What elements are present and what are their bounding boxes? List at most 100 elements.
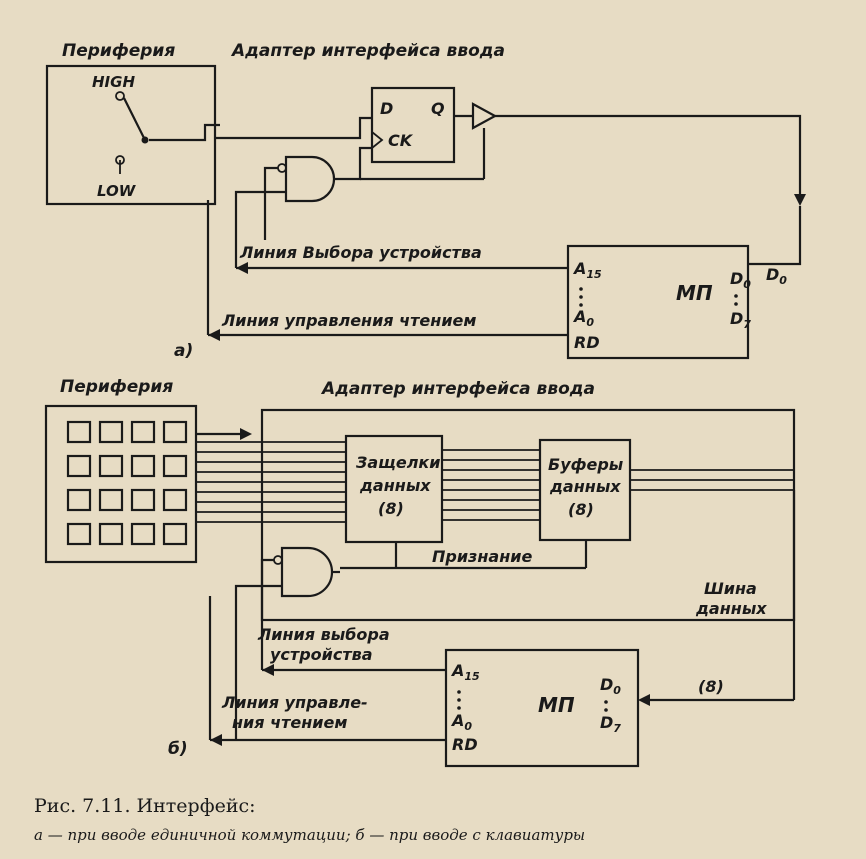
key <box>130 420 156 444</box>
select-arrow-b <box>262 664 274 676</box>
pin-rd-b: RD <box>452 735 478 754</box>
key <box>98 522 124 546</box>
dot <box>579 295 583 299</box>
bus-to-mp-wire <box>748 206 802 266</box>
key <box>98 454 124 478</box>
switch-high-contact <box>115 91 125 101</box>
device-select-label-b1: Линия выбора <box>257 625 390 644</box>
dot <box>579 287 583 291</box>
tristate-buffer-a <box>471 102 498 130</box>
d-input-wire <box>215 116 372 140</box>
key <box>66 488 92 512</box>
device-select-label-a: Линия Выбора устройства <box>239 243 482 262</box>
dot <box>734 302 738 306</box>
mp-box-b <box>444 648 640 768</box>
gate-b-input-1 <box>260 558 274 670</box>
keyboard-to-latches-bus <box>196 441 346 523</box>
key <box>66 454 92 478</box>
caption-title: Рис. 7.11. Интерфейс: <box>34 795 256 817</box>
sublabel-a: а) <box>174 341 193 361</box>
buffer-to-bus-wire <box>495 114 802 200</box>
bus-label-2: данных <box>695 599 767 618</box>
sublabel-b: б) <box>168 739 188 759</box>
caption-subtitle: а — при вводе единичной коммутации; б — … <box>34 826 585 844</box>
and-gate-a <box>284 155 336 203</box>
figure-b: Периферия Адаптер интерфейса ввода <box>44 377 796 768</box>
switch-low-label: LOW <box>97 182 137 200</box>
device-select-label-b2: устройства <box>270 645 373 664</box>
gate-to-ck-wire <box>334 146 372 181</box>
key <box>130 454 156 478</box>
keyboard-box <box>44 404 198 564</box>
key <box>66 522 92 546</box>
key <box>162 488 188 512</box>
dot <box>457 698 461 702</box>
and-gate-b <box>280 546 334 598</box>
key <box>162 522 188 546</box>
key <box>130 488 156 512</box>
bus-count-label: (8) <box>698 677 724 696</box>
mp-label-a: МП <box>676 281 713 305</box>
bus-arrow-a <box>794 194 806 206</box>
adapter-title-b: Адаптер интерфейса ввода <box>320 379 595 399</box>
key <box>66 420 92 444</box>
gate-b-bubble <box>273 555 283 565</box>
mp-label-b: МП <box>538 693 575 717</box>
key <box>162 454 188 478</box>
pin-a15-a: A15 <box>572 259 602 281</box>
latches-label-2: данных <box>359 476 431 495</box>
buffers-to-databus <box>630 469 794 491</box>
read-control-label-b2: ния чтением <box>232 713 347 732</box>
out-d0-a: D0 <box>766 265 787 287</box>
bus-label-1: Шина <box>704 579 757 598</box>
key <box>162 420 188 444</box>
dot <box>604 700 608 704</box>
buffers-label-1: Буферы <box>548 455 624 474</box>
periphery-title-b: Периферия <box>60 377 173 397</box>
switch-high-label: HIGH <box>92 73 135 91</box>
clock-triangle <box>371 131 384 149</box>
buffers-label-2: данных <box>549 477 621 496</box>
flipflop-box <box>370 86 456 164</box>
latches-label-3: (8) <box>378 499 404 518</box>
dot <box>604 708 608 712</box>
gate-b-input-2 <box>234 584 282 740</box>
flipflop-ck-label: CK <box>388 131 414 150</box>
latches-to-buffers-bus <box>442 449 540 521</box>
pin-rd-a: RD <box>574 333 600 352</box>
pin-d0-b: D0 <box>600 675 621 697</box>
dot <box>457 706 461 710</box>
latches-box <box>344 434 444 544</box>
flipflop-d-label: D <box>380 99 393 118</box>
buffers-label-3: (8) <box>568 500 594 519</box>
read-arrow-a <box>208 329 220 341</box>
read-control-label-b1: Линия управле- <box>221 693 368 712</box>
key <box>98 488 124 512</box>
pin-a15-b: A15 <box>450 661 480 683</box>
acknowledge-label: Признание <box>432 547 532 566</box>
key <box>98 420 124 444</box>
adapter-title-a: Адаптер интерфейса ввода <box>230 41 505 61</box>
gate-input-2 <box>234 190 286 268</box>
pin-a0-a: A0 <box>572 307 594 329</box>
read-arrow-b <box>210 734 222 746</box>
bus-arrow-b <box>638 694 650 706</box>
caption: Рис. 7.11. Интерфейс: а — при вводе един… <box>34 795 585 844</box>
figure-a: Периферия Адаптер интерфейса ввода HIGH … <box>45 41 806 361</box>
gate-inverter-bubble <box>277 163 287 173</box>
periphery-box-a <box>45 64 217 206</box>
dot <box>734 294 738 298</box>
switch-blade <box>123 97 146 141</box>
dot <box>457 690 461 694</box>
pin-d0-a: D0 <box>730 269 751 291</box>
flipflop-q-label: Q <box>431 99 445 118</box>
mp-box-a <box>566 244 750 360</box>
latches-label-1: Защелки <box>355 453 441 472</box>
read-control-label-a: Линия управления чтением <box>221 311 476 330</box>
dot <box>579 303 583 307</box>
key <box>130 522 156 546</box>
pin-d7-b: D7 <box>600 713 621 735</box>
pin-d7-a: D7 <box>730 309 751 331</box>
